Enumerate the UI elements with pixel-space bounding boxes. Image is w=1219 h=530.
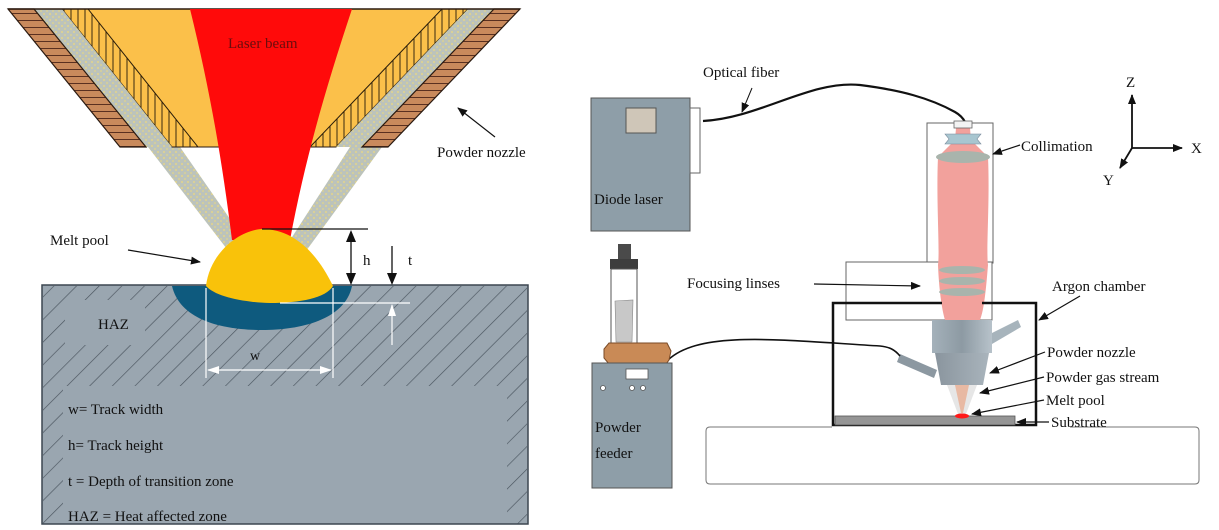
powder-channel-right <box>336 9 494 147</box>
diode-laser-port <box>689 107 701 174</box>
w-arrow-left <box>207 366 219 374</box>
feeder-knob <box>640 385 646 391</box>
collimation-pointer <box>992 144 1021 155</box>
focusing-lenses-pointer <box>813 281 921 290</box>
beam-chamber-pass <box>942 300 982 306</box>
powder-nozzle-pointer <box>457 107 496 138</box>
feeder-knob <box>629 385 635 391</box>
collimation-lens <box>936 151 990 163</box>
coordinate-axes: Z X Y <box>1103 75 1202 189</box>
legend: w= Track width h= Track height t = Depth… <box>68 402 234 525</box>
substrate-label: Substrate <box>1051 415 1107 431</box>
argon-chamber-pointer <box>1038 295 1081 321</box>
side-tube-left <box>897 354 937 378</box>
powder-stream-right <box>276 147 382 262</box>
optical-fiber-pointer <box>741 87 753 113</box>
nozzle-upper <box>932 320 992 353</box>
focusing-lens-2 <box>939 277 985 285</box>
optical-fiber <box>702 83 966 123</box>
powder-channel-left <box>34 9 172 147</box>
powder-feeder-label-1: Powder <box>595 420 641 436</box>
powder-gas-stream-label: Powder gas stream <box>1046 370 1160 386</box>
t-arrow-up-white <box>388 304 396 316</box>
legend-item: h= Track height <box>68 438 164 454</box>
focusing-lens-3 <box>939 288 985 296</box>
powder-gas-stream-pointer <box>979 376 1045 395</box>
legend-item: w= Track width <box>68 402 164 418</box>
legend-item: t = Depth of transition zone <box>68 474 234 490</box>
z-axis-label: Z <box>1126 75 1135 91</box>
laser-cone <box>955 385 969 413</box>
powder-feeder-label-2: feeder <box>595 446 632 462</box>
left-diagram: Laser beam HAZ h t w Melt pool <box>6 8 529 525</box>
melt-pool-label: Melt pool <box>50 233 109 249</box>
feeder-display <box>625 368 649 380</box>
h-label: h <box>363 253 371 269</box>
nozzle-lower <box>935 353 989 385</box>
side-tube-right <box>988 320 1021 344</box>
melt-pool-label-right: Melt pool <box>1046 393 1105 409</box>
laser-beam <box>190 9 352 240</box>
optical-fiber-label: Optical fiber <box>703 65 779 81</box>
powder-feeder: Powder feeder <box>591 244 673 489</box>
melt-pool-pointer <box>127 249 201 265</box>
haz-label: HAZ <box>98 317 129 333</box>
y-axis-label: Y <box>1103 173 1114 189</box>
haz-label-bg <box>65 300 145 345</box>
hopper-cap <box>618 244 631 259</box>
haz-hatch <box>43 286 527 524</box>
diode-laser-window <box>625 107 657 134</box>
h-arrow-down <box>346 273 356 285</box>
work-table <box>705 426 1200 485</box>
y-axis <box>1119 147 1133 169</box>
powder-nozzle-label: Powder nozzle <box>437 145 526 161</box>
focusing-lenses-label: Focusing linses <box>687 276 780 292</box>
melt-pool-pointer-right <box>971 399 1045 417</box>
feeder-knob <box>600 385 606 391</box>
t-arrow-down <box>387 273 397 285</box>
x-axis-label: X <box>1191 141 1202 157</box>
focusing-lens-1 <box>939 266 985 274</box>
w-label: w <box>250 349 261 364</box>
hopper-collar <box>610 259 638 269</box>
legend-item: HAZ = Heat affected zone <box>68 509 227 525</box>
feeder-cabinet <box>591 362 673 489</box>
powder-hose <box>667 338 901 361</box>
t-label: t <box>408 253 413 269</box>
h-arrow-up <box>346 230 356 242</box>
collimation-label: Collimation <box>1021 139 1093 155</box>
right-diagram: Diode laser Optical fiber Collimation Fo… <box>590 65 1202 489</box>
powder-nozzle-pointer <box>989 351 1046 374</box>
hopper-powder <box>614 299 634 343</box>
diode-laser-label: Diode laser <box>594 192 663 208</box>
feeder-disc <box>603 342 672 365</box>
melt-pool-spot <box>955 413 969 419</box>
fiber-connector <box>953 120 973 129</box>
melt-pool-bead <box>206 229 333 303</box>
substrate-plate <box>834 415 1016 426</box>
argon-chamber-label: Argon chamber <box>1052 279 1145 295</box>
laser-beam-label: Laser beam <box>228 36 298 52</box>
w-arrow-right <box>320 366 332 374</box>
collimation-small-lens <box>944 133 982 145</box>
powder-nozzle-label: Powder nozzle <box>1047 345 1136 361</box>
